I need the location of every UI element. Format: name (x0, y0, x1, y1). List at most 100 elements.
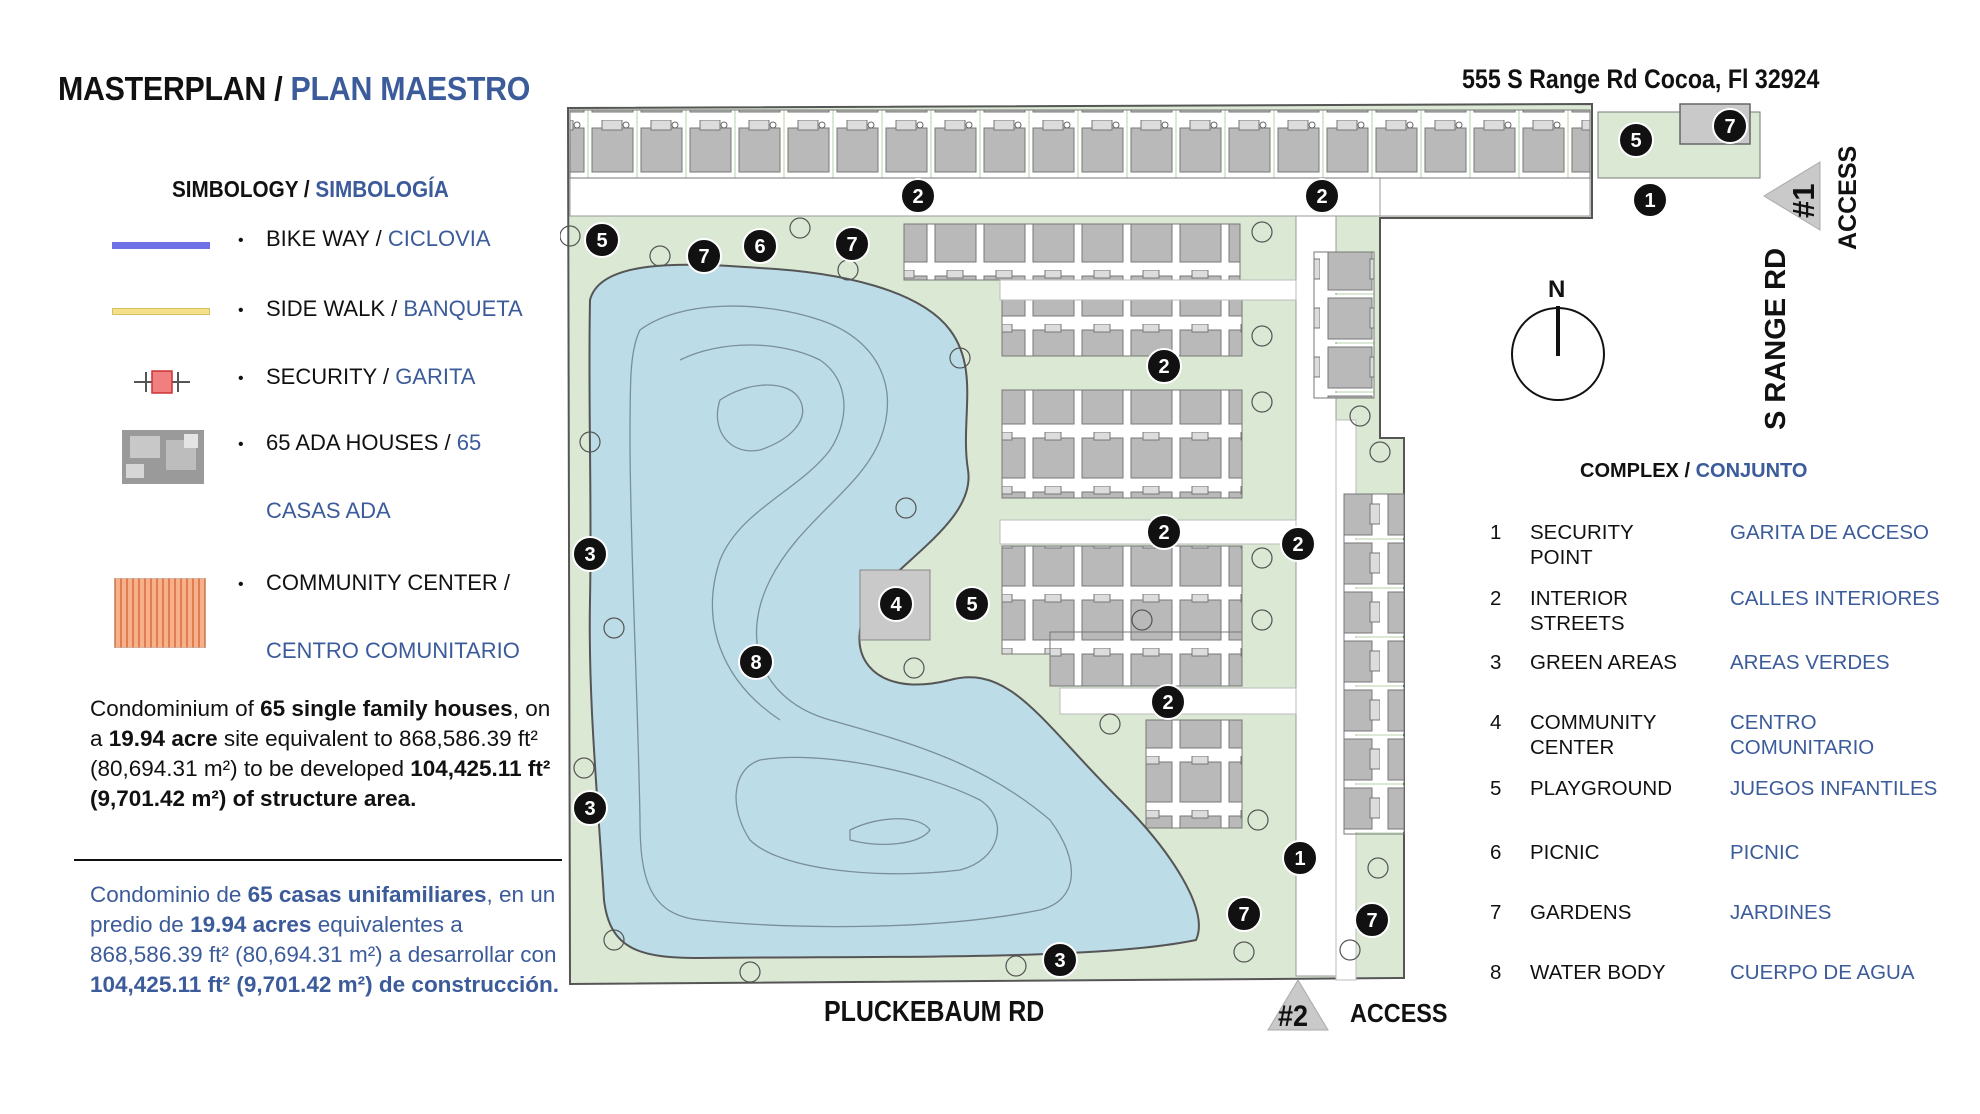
complex-es: Areas verdes (1730, 651, 1890, 674)
marker-circle (1632, 182, 1668, 218)
legend-es: 65 (456, 430, 482, 455)
desc-bold: 104,425.11 ft² (9,701.42 m²) of structur… (90, 756, 551, 811)
simbology-en: SIMBOLOGY (172, 176, 299, 202)
complex-title-sep: / (1678, 460, 1696, 482)
description-spanish: Condominio de 65 casas unifamiliares, en… (90, 880, 560, 1000)
legend-community: • COMMUNITY CENTER / CENTRO COMUNITARIO (0, 570, 560, 670)
desc-text: , en un predio de (90, 882, 556, 937)
security-booth-icon (134, 370, 190, 394)
desc-text: , on a (90, 696, 551, 751)
desc-text: Condominio de (90, 882, 248, 907)
marker-7b: 7 (698, 246, 709, 268)
marker-circle (686, 238, 722, 274)
marker-8: 8 (750, 652, 761, 674)
legend-sidewalk: • SIDE WALK / BANQUETA (0, 296, 560, 336)
marker-circle (1354, 902, 1390, 938)
lake-contour-3 (716, 384, 804, 452)
simbology-title: SIMBOLOGY / SIMBOLOGÍA (172, 176, 449, 203)
legend-en: BIKE WAY (266, 226, 370, 251)
legend-en: COMMUNITY CENTER / (266, 570, 511, 595)
complex-en: Interior streets (1530, 587, 1628, 635)
bullet-icon: • (238, 436, 244, 453)
south-road-label: PLUCKEBAUM RD (824, 996, 1045, 1028)
bullet-icon: • (238, 232, 244, 249)
legend-label: 65 ADA HOUSES / 65 (266, 430, 481, 456)
site-plan-map: 1 1 2 2 2 2 2 2 3 3 3 4 5 5 5 6 7 7 7 7 … (560, 102, 1821, 1031)
simbology-es: SIMBOLOGÍA (315, 176, 449, 202)
access-2-number: #2 (1278, 1000, 1309, 1033)
house-block-5 (1049, 631, 1243, 687)
ada-house-icon (122, 430, 204, 484)
divider (74, 859, 562, 861)
north-street-east (1379, 177, 1591, 217)
legend-label: SIDE WALK / BANQUETA (266, 296, 523, 322)
marker-circle (1150, 684, 1186, 720)
desc-text: Condominium of (90, 696, 261, 721)
legend-label-2: CENTRO COMUNITARIO (266, 638, 520, 663)
legend-security: • SECURITY / GARITA (0, 364, 560, 404)
desc-text: site equivalent to 868,586.39 ft² (80,69… (90, 726, 538, 781)
marker-7c: 7 (846, 234, 857, 256)
marker-circle (1712, 108, 1748, 144)
legend-bikeway: • BIKE WAY / CICLOVIA (0, 226, 560, 266)
legend-es: GARITA (395, 364, 476, 389)
complex-es: Juegos infantiles (1730, 777, 1938, 800)
complex-title-es: CONJUNTO (1695, 460, 1808, 482)
house-row-north (569, 109, 1591, 179)
complex-en: Green areas (1530, 651, 1677, 674)
marker-3a: 3 (584, 544, 595, 566)
desc-bold: 65 casas unifamiliares (247, 882, 487, 907)
access-1-label: ACCESS (1834, 145, 1862, 250)
marker-5c: 5 (966, 594, 977, 616)
complex-es: Picnic (1730, 841, 1800, 864)
complex-es: Centro comunitario (1730, 711, 1875, 759)
house-block-6 (1145, 719, 1243, 829)
marker-circle (584, 222, 620, 258)
bullet-icon: • (238, 302, 244, 319)
complex-title-en: COMPLEX (1580, 460, 1679, 482)
complex-es: Jardines (1730, 901, 1832, 924)
east-road-label: S RANGE RD (1760, 247, 1792, 430)
complex-en: Security point (1530, 521, 1634, 569)
marker-circle (742, 228, 778, 264)
desc-bold: 19.94 acre (108, 726, 218, 751)
access-1-triangle (1763, 161, 1821, 231)
simbology-sep: / (298, 176, 316, 202)
marker-5b: 5 (596, 230, 607, 252)
legend-label: SECURITY / GARITA (266, 364, 475, 390)
marker-2b: 2 (1316, 186, 1327, 208)
marker-2d: 2 (1158, 522, 1169, 544)
north-label: N (1548, 276, 1566, 303)
marker-circle (1282, 840, 1318, 876)
complex-es: Cuerpo de agua (1730, 961, 1915, 984)
desc-bold: 65 single family houses (260, 696, 513, 721)
access-2-label: ACCESS (1350, 998, 1448, 1028)
marker-circle (954, 586, 990, 622)
legend-en: SECURITY (266, 364, 377, 389)
bullet-icon: • (238, 370, 244, 387)
complex-es: Garita de acceso (1730, 521, 1929, 544)
desc-bold: 19.94 acres (190, 912, 312, 937)
marker-circle (738, 644, 774, 680)
complex-en: Community center (1530, 711, 1657, 759)
marker-7a: 7 (1724, 116, 1735, 138)
access-1-number: #1 (1786, 183, 1821, 218)
marker-7d: 7 (1238, 904, 1249, 926)
marker-2f: 2 (1162, 692, 1173, 714)
house-col-east-upper (1313, 251, 1375, 399)
marker-7e: 7 (1366, 910, 1377, 932)
marker-circle (1226, 896, 1262, 932)
marker-circle (900, 178, 936, 214)
house-block-1 (903, 223, 1241, 281)
complex-title: COMPLEX / CONJUNTO (1580, 460, 1807, 483)
complex-num: 1 (1490, 521, 1502, 544)
legend-en: SIDE WALK (266, 296, 385, 321)
street-a (999, 279, 1297, 301)
marker-circle (1618, 122, 1654, 158)
legend-label: BIKE WAY / CICLOVIA (266, 226, 491, 252)
complex-num: 8 (1490, 961, 1502, 984)
marker-6: 6 (754, 236, 765, 258)
address-label: 555 S Range Rd Cocoa, Fl 32924 (1462, 64, 1820, 94)
complex-en: Picnic (1530, 841, 1600, 864)
legend-label-2: CASAS ADA (266, 498, 391, 523)
